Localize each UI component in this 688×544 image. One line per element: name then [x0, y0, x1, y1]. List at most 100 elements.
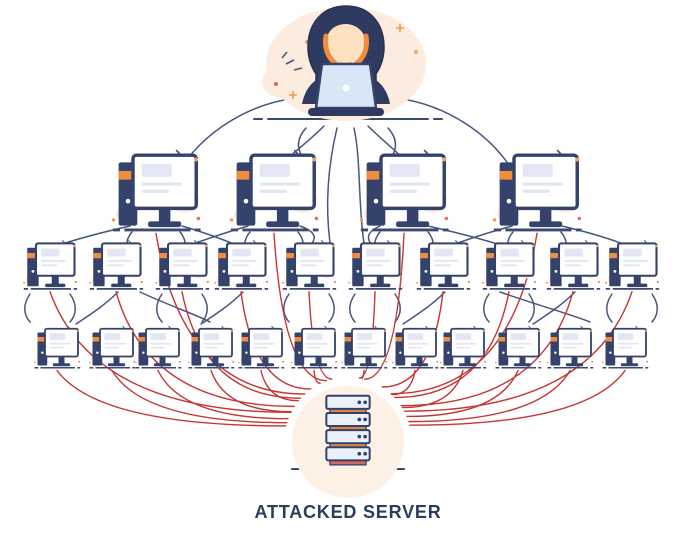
sparkle-burst — [281, 51, 303, 71]
botnet-link-line — [606, 293, 613, 323]
computer-icon — [416, 239, 471, 290]
botnet-link-line — [402, 291, 446, 325]
control-computers-node — [228, 148, 320, 232]
computer-icon — [546, 325, 594, 369]
infected-computers-small-node — [546, 325, 594, 369]
attack-traffic-line — [210, 369, 292, 413]
computer-icon — [88, 325, 136, 369]
botnet-link-line — [201, 293, 208, 323]
botnet-link-line — [283, 293, 290, 323]
attack-traffic-line — [56, 369, 287, 427]
computer-icon — [391, 325, 439, 369]
attack-traffic-line — [260, 369, 299, 402]
computer-icon — [482, 239, 537, 290]
control-computers-node — [110, 148, 202, 232]
infected-computers-small-node — [290, 325, 338, 369]
infected-computers-small-node — [33, 325, 81, 369]
hacker-icon — [262, 5, 426, 121]
computer-monitor — [99, 327, 134, 358]
attack-traffic-line — [273, 232, 328, 382]
computer-monitor — [612, 327, 647, 358]
attack-traffic-line — [394, 291, 510, 399]
computer-monitor — [145, 327, 180, 358]
botnet-link-line — [528, 293, 535, 323]
botnet-link-line — [24, 293, 31, 323]
computer-icon — [494, 325, 542, 369]
control-computers-node — [491, 148, 583, 232]
botnet-link-line — [651, 293, 658, 323]
computer-monitor — [379, 153, 446, 211]
attacked-server-node — [319, 394, 377, 468]
infected-computers-node — [213, 239, 269, 290]
botnet-link-line — [326, 127, 338, 244]
botnet-link-line — [156, 293, 163, 323]
computer-icon — [605, 239, 660, 290]
computer-icon — [89, 239, 144, 290]
sparkle-plus-icon — [396, 24, 404, 32]
computer-monitor — [359, 242, 401, 277]
computer-icon — [23, 239, 78, 290]
attacked-server-label: ATTACKED SERVER — [254, 502, 442, 522]
infected-computers-node — [415, 239, 471, 290]
computer-icon — [33, 325, 81, 369]
attack-traffic-line — [49, 291, 292, 414]
infected-computers-small-node — [134, 325, 182, 369]
computer-monitor — [166, 242, 208, 277]
computer-monitor — [131, 153, 198, 211]
computer-icon — [282, 239, 337, 290]
computer-monitor — [301, 327, 336, 358]
infected-computers-small-node — [237, 325, 285, 369]
computer-monitor — [44, 327, 79, 358]
sparkle-plus-icon — [289, 91, 297, 99]
computer-monitor — [450, 327, 485, 358]
computer-icon — [134, 325, 182, 369]
infected-computers-node — [22, 239, 78, 290]
botnet-link-line — [394, 293, 401, 323]
computer-monitor — [402, 327, 437, 358]
computer-icon — [348, 239, 403, 290]
attack-traffic-line — [408, 369, 571, 423]
computer-icon — [290, 325, 338, 369]
computer-monitor — [493, 242, 535, 277]
attack-traffic-line — [409, 369, 626, 426]
infected-computers-node — [347, 239, 403, 290]
attack-traffic-line — [313, 369, 321, 385]
botnet-link-line — [139, 291, 211, 323]
botnet-link-line — [328, 293, 335, 323]
infected-computers-small-node — [601, 325, 649, 369]
computer-icon — [237, 325, 285, 369]
control-computers-node — [358, 148, 450, 232]
attack-traffic-line — [391, 369, 416, 396]
infected-computers-node — [604, 239, 660, 290]
computer-monitor — [557, 327, 592, 358]
computer-icon — [187, 325, 235, 369]
computer-monitor — [100, 242, 142, 277]
computer-monitor — [249, 153, 316, 211]
infected-computers-node — [481, 239, 537, 290]
computer-monitor — [557, 242, 599, 277]
computer-monitor — [427, 242, 469, 277]
computer-monitor — [248, 327, 283, 358]
botnet-link-line — [349, 293, 356, 323]
attacked-server-icon — [325, 394, 371, 466]
computer-icon — [214, 239, 269, 290]
botnet-link-line — [75, 291, 119, 325]
attack-traffic-line — [361, 369, 365, 380]
infected-computers-node — [545, 239, 601, 290]
botnet-link-line — [483, 293, 490, 323]
infected-computers-small-node — [439, 325, 487, 369]
hacker-face — [326, 24, 366, 68]
computer-monitor — [293, 242, 335, 277]
computer-monitor — [34, 242, 76, 277]
infected-computers-small-node — [494, 325, 542, 369]
infected-computers-small-node — [340, 325, 388, 369]
computer-icon — [229, 149, 319, 232]
computer-icon — [546, 239, 601, 290]
computer-monitor — [512, 153, 579, 211]
computer-monitor — [616, 242, 658, 277]
infected-computers-small-node — [391, 325, 439, 369]
computer-monitor — [198, 327, 233, 358]
attack-traffic-line — [115, 291, 295, 408]
attack-traffic-line — [157, 369, 289, 420]
